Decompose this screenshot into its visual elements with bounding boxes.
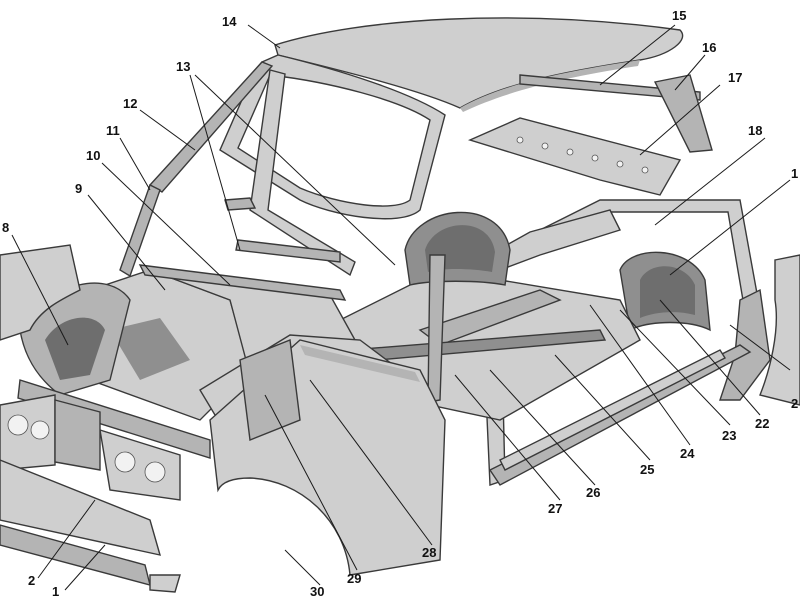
callout-14: 14 (222, 14, 237, 29)
radiator-support-right (99, 428, 181, 501)
door-handle-bar (224, 197, 257, 211)
callout-30: 30 (310, 584, 324, 599)
left-apron-inner (45, 317, 105, 380)
callout-labels: 1 2 8 9 10 11 12 13 14 15 16 17 18 1 2 2… (2, 8, 798, 599)
callout-20: 2 (791, 396, 798, 411)
a-pillar-left (148, 61, 274, 193)
callout-22: 22 (755, 416, 769, 431)
valance-end-cap (149, 574, 181, 593)
callout-23: 23 (722, 428, 736, 443)
door-sill-bar (235, 239, 341, 263)
b-pillar (427, 254, 446, 403)
callout-13: 13 (176, 59, 190, 74)
roof-shade (460, 60, 640, 112)
callout-18: 18 (748, 123, 762, 138)
roof-rear-rail (519, 74, 701, 101)
callout-28: 28 (422, 545, 436, 560)
left-inner-fender-shade (110, 318, 190, 380)
roof-panel (274, 17, 684, 109)
callout-29: 29 (347, 571, 361, 586)
callout-8: 8 (2, 220, 9, 235)
callout-10: 10 (86, 148, 100, 163)
headlight-holes-left (7, 414, 50, 440)
callout-26: 26 (586, 485, 600, 500)
a-pillar-inner (119, 184, 161, 278)
rear-shelf-panel (467, 117, 682, 196)
door-inner-panel (239, 339, 301, 441)
shelf-holes (516, 136, 649, 174)
rear-wheel-arch-inner (640, 266, 695, 318)
callout-12: 12 (123, 96, 137, 111)
callout-1: 1 (52, 584, 59, 599)
front-crossmember (17, 379, 211, 459)
radiator-support-center (54, 399, 101, 471)
callout-25: 25 (640, 462, 654, 477)
cowl-top (138, 264, 347, 301)
radiator-support-left (0, 394, 56, 471)
rear-trim-strip (653, 74, 713, 153)
rear-door-frame (479, 209, 621, 486)
callout-17: 17 (728, 70, 742, 85)
callout-11: 11 (106, 123, 120, 138)
callout-16: 16 (702, 40, 716, 55)
callout-24: 24 (680, 446, 695, 461)
callout-2: 2 (28, 573, 35, 588)
rear-fender-right-lower (719, 288, 771, 401)
rear-fender-right (759, 254, 800, 406)
left-fender-outer (0, 244, 81, 341)
front-fender-shade (300, 345, 420, 382)
windshield-frame (219, 54, 446, 220)
callout-15: 15 (672, 8, 686, 23)
leader-lines (11, 24, 791, 591)
callout-19: 1 (791, 166, 798, 181)
right-inner-sill (499, 349, 726, 471)
callout-27: 27 (548, 501, 562, 516)
front-valance-upper (0, 459, 161, 556)
headlight-holes-right (114, 451, 166, 483)
callout-9: 9 (75, 181, 82, 196)
door-opening-frame (249, 69, 356, 277)
